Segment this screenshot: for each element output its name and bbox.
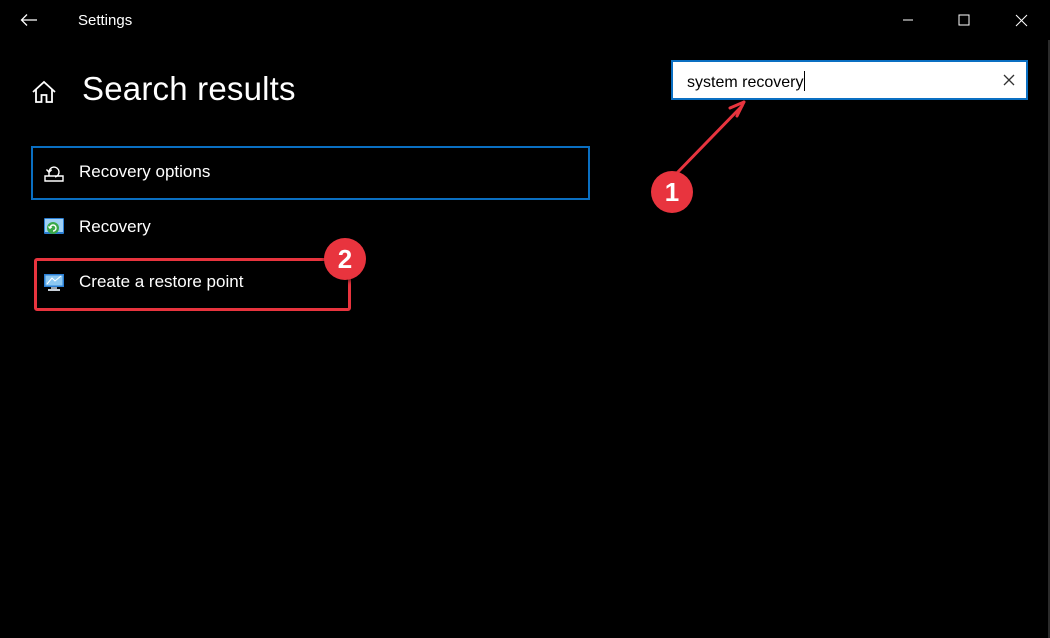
close-icon — [1015, 14, 1027, 26]
clear-search-button[interactable] — [1000, 71, 1018, 89]
recovery-options-icon — [44, 166, 64, 182]
maximize-icon — [958, 14, 970, 26]
home-icon — [32, 80, 56, 103]
minimize-icon — [903, 19, 913, 21]
recovery-control-panel-icon — [44, 218, 64, 234]
title-bar: Settings — [0, 0, 1050, 40]
minimize-button[interactable] — [880, 0, 936, 40]
result-label: Create a restore point — [79, 272, 244, 291]
search-input-value: system recovery — [687, 74, 804, 91]
result-label: Recovery — [79, 217, 151, 236]
result-label: Recovery options — [79, 162, 211, 181]
text-caret — [804, 71, 806, 91]
search-input-text[interactable]: system recovery — [687, 71, 806, 92]
clear-icon — [1003, 74, 1015, 86]
back-arrow-icon — [20, 14, 37, 26]
system-restore-icon — [44, 274, 64, 291]
window-title: Settings — [78, 12, 133, 29]
close-button[interactable] — [993, 0, 1049, 40]
maximize-button[interactable] — [936, 0, 992, 40]
back-button[interactable] — [12, 6, 46, 34]
scrollbar[interactable] — [1048, 40, 1050, 638]
search-box[interactable]: system recovery — [671, 60, 1028, 100]
result-recovery[interactable]: Recovery — [31, 201, 590, 255]
annotation-badge-1: 1 — [651, 171, 693, 213]
result-recovery-options[interactable]: Recovery options — [31, 146, 590, 200]
result-create-restore-point[interactable]: Create a restore point — [31, 256, 590, 310]
home-button[interactable] — [30, 78, 58, 106]
page-title: Search results — [82, 70, 296, 107]
